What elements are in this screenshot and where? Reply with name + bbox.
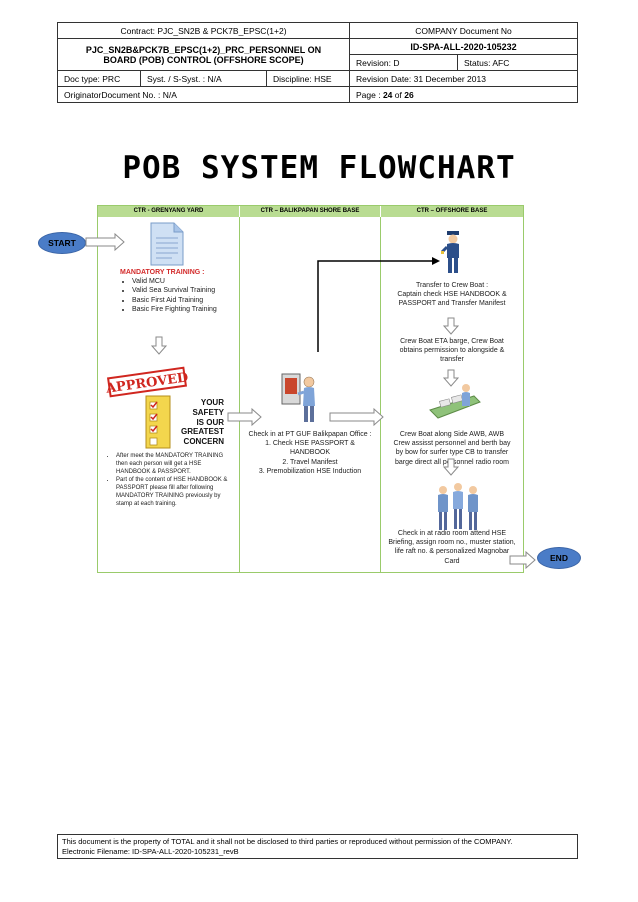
column-header-grenyang: CTR - GRENYANG YARD — [98, 206, 239, 217]
document-title-cell: PJC_SN2B&PCK7B_EPSC(1+2)_PRC_PERSONNEL O… — [57, 38, 350, 71]
text-line: transfer — [440, 356, 464, 364]
text-line: Captain check HSE HANDBOOK & — [397, 291, 507, 299]
checklist-icon — [145, 395, 171, 449]
mandatory-training-block: MANDATORY TRAINING : Valid MCU Valid Sea… — [120, 268, 238, 314]
after-training-list: After meet the MANDATORY TRAINING then e… — [104, 452, 234, 508]
text-line: Check in at PT GUF Balikpapan Office : — [248, 431, 372, 438]
list-item: Valid MCU — [132, 277, 238, 286]
list-item: Part of the content of HSE HANDBOOK & PA… — [116, 476, 234, 508]
text-line: PASSPORT and Transfer Manifest — [398, 300, 506, 308]
office-checkin-person-icon — [281, 373, 315, 422]
column-divider — [380, 217, 381, 572]
end-terminal: END — [537, 547, 581, 569]
text-line: 2. Travel Manifest — [282, 458, 338, 466]
text-line: Briefing, assign room no., muster statio… — [388, 539, 516, 547]
list-item: Valid Sea Survival Training — [132, 286, 238, 295]
text-line: YOUR SAFETY — [192, 398, 224, 417]
after-training-notes: After meet the MANDATORY TRAINING then e… — [104, 452, 234, 508]
page-prefix: Page : — [356, 89, 383, 100]
crew-boat-eta-text: Crew Boat ETA barge, Crew Boat obtains p… — [381, 337, 523, 365]
document-header-table: Contract: PJC_SN2B & PCK7B_EPSC(1+2) COM… — [57, 22, 578, 103]
flowchart-title: POB SYSTEM FLOWCHART — [122, 150, 516, 186]
column-divider — [239, 217, 240, 572]
list-item: Basic First Aid Training — [132, 296, 238, 305]
transfer-crew-boat-text: Transfer to Crew Boat : Captain check HS… — [381, 281, 523, 309]
text-line: Crew Boat ETA barge, Crew Boat — [400, 338, 504, 345]
text-line: CONCERN — [183, 437, 224, 447]
text-line: Card — [444, 557, 460, 565]
footer-filename: Electronic Filename: ID-SPA-ALL-2020-105… — [62, 847, 239, 856]
approved-stamp-icon: APPROVED — [104, 366, 189, 398]
text-line: obtains permission to alongside & — [399, 347, 505, 355]
footer-confidentiality-note: This document is the property of TOTAL a… — [62, 837, 513, 846]
text-line: GREATEST — [181, 427, 224, 437]
document-footer: This document is the property of TOTAL a… — [57, 834, 578, 859]
text-line: Crew Boat along Side AWB, AWB — [399, 431, 505, 438]
column-header-balikpapan: CTR – BALIKPAPAN SHORE BASE — [240, 206, 380, 217]
text-line: Crew assisst personnel and berth bay — [393, 440, 511, 448]
text-line: IS OUR — [196, 417, 224, 427]
text-line: Transfer to Crew Boat : — [415, 282, 489, 289]
list-item: Basic Fire Fighting Training — [132, 305, 238, 314]
text-line: 1. Check HSE PASSPORT & — [265, 440, 355, 448]
checkin-balikpapan-text: Check in at PT GUF Balikpapan Office : 1… — [240, 430, 380, 476]
list-item: After meet the MANDATORY TRAINING then e… — [116, 452, 234, 476]
page-of: of — [392, 89, 405, 100]
page-total: 26 — [404, 89, 414, 100]
text-line: 3. Premobilization HSE Induction — [258, 467, 362, 475]
radio-room-checkin-text: Check in at radio room attend HSE Briefi… — [381, 529, 523, 566]
page-cell: Page : 24 of 26 — [349, 86, 578, 103]
text-line: Check in at radio room attend HSE — [397, 530, 507, 537]
text-line: life raft no. & personalized Magnobar — [394, 548, 510, 556]
mandatory-training-list: Valid MCU Valid Sea Survival Training Ba… — [120, 277, 238, 314]
crew-boat-transfer-icon — [429, 384, 481, 419]
document-icon — [150, 222, 184, 266]
mandatory-training-title: MANDATORY TRAINING : — [120, 269, 205, 276]
captain-icon — [440, 231, 459, 273]
column-header-offshore: CTR – OFFSHORE BASE — [381, 206, 523, 217]
text-line: HANDBOOK — [289, 449, 331, 457]
page-number: 24 — [382, 89, 393, 100]
personnel-group-icon — [438, 483, 478, 530]
text-line: by bow for surfer type CB to transfer — [395, 449, 509, 457]
safety-slogan: YOUR SAFETY IS OUR GREATEST CONCERN — [170, 398, 224, 447]
